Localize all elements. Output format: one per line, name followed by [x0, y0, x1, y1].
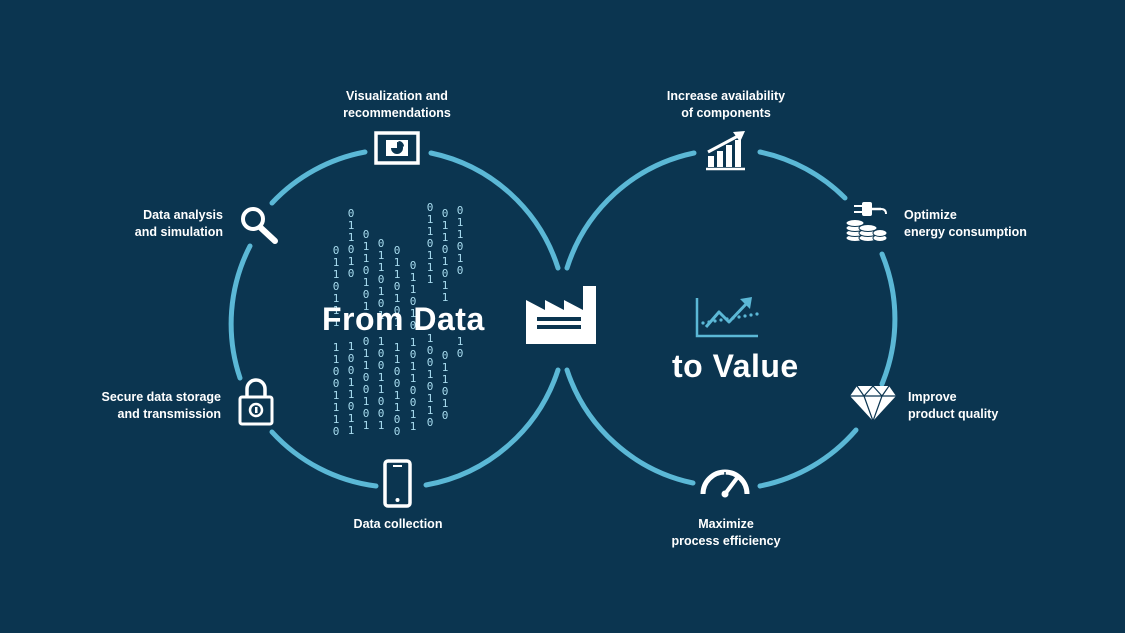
label-increase-availability: Increase availability of components: [666, 89, 786, 120]
diamond-icon: [850, 385, 896, 422]
left-loop-arc-lower-left: [269, 429, 379, 489]
smartphone-icon: [383, 459, 412, 508]
right-loop-arc-top: [757, 149, 848, 201]
factory-icon: [526, 286, 596, 344]
label-data-collection: Data collection: [353, 517, 443, 531]
headline-from-data: From Data: [322, 301, 485, 337]
label-maximize-efficiency: Maximize process efficiency: [671, 517, 781, 548]
rising-trend-chart-icon: [695, 297, 759, 338]
magnifier-icon: [241, 207, 278, 244]
padlock-icon: [238, 378, 274, 426]
left-loop-arc-upper-right: [428, 150, 561, 271]
left-loop-arc-top: [269, 149, 368, 206]
left-loop-arc-left: [228, 243, 253, 381]
gauge-icon: [700, 469, 750, 498]
growth-bar-chart-icon: [706, 131, 745, 171]
label-visualization: Visualization and recommendations: [343, 89, 451, 120]
right-loop-arc-upper-left: [564, 150, 697, 271]
left-loop-arc-lower-right: [423, 367, 561, 488]
label-secure-storage: Secure data storage and transmission: [101, 390, 222, 421]
right-loop-arc-bottom: [564, 367, 696, 486]
headline-to-value: to Value: [672, 348, 799, 384]
right-loop-arc-lower-right: [757, 427, 859, 489]
presentation-chart-icon: [374, 131, 420, 165]
right-loop-arc-right: [879, 251, 898, 387]
plug-coins-icon: [845, 202, 888, 242]
label-optimize-energy: Optimize energy consumption: [904, 208, 1027, 239]
label-data-analysis: Data analysis and simulation: [134, 208, 223, 239]
label-improve-quality: Improve product quality: [908, 390, 999, 421]
